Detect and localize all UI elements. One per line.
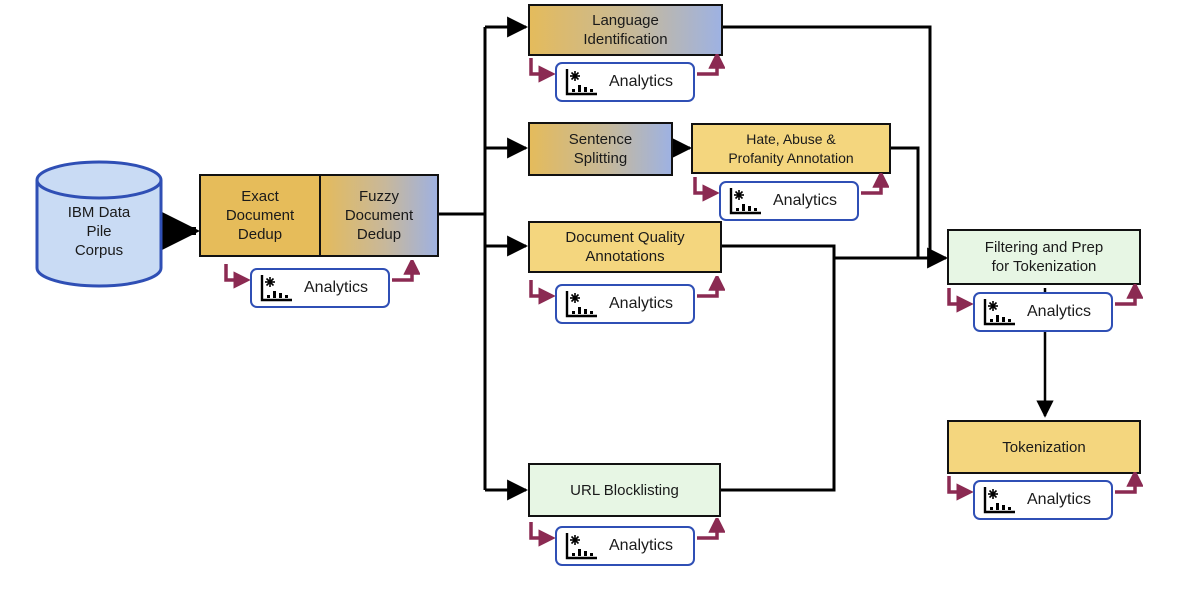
exact-dedup-line: Exact (241, 188, 279, 205)
hap-line: Hate, Abuse & (746, 130, 836, 147)
doc-quality-line: Document Quality (565, 229, 685, 246)
analytics-chart-icon (983, 298, 1017, 326)
loop-out-arrow (1115, 472, 1143, 494)
exact-dedup-line: Dedup (237, 226, 283, 243)
analytics-label: Analytics (609, 295, 674, 312)
edge-url-filtering (720, 258, 836, 492)
analytics-dedup-loop-arrows (224, 260, 420, 289)
hap-line: Profanity Annotation (728, 149, 854, 166)
edge-language-filtering (722, 25, 932, 258)
loop-in-arrow (529, 280, 556, 305)
analytics-label: Analytics (1027, 491, 1092, 508)
filtering-node: Filtering and Prep for Tokenization (947, 229, 1141, 285)
tokenization-line: Tokenization (1002, 438, 1086, 456)
loop-in-arrow (529, 522, 556, 547)
url-block-node: URL Blocklisting (528, 463, 721, 517)
analytics-chart-icon (729, 187, 763, 215)
exact-dedup-line: Document (225, 207, 295, 224)
url-block-line: URL Blocklisting (570, 481, 679, 499)
loop-in-arrow (224, 264, 251, 289)
loop-in-arrow (947, 476, 974, 501)
source-label: IBM Data Pile Corpus (37, 203, 161, 260)
fuzzy-dedup-node: Fuzzy Document Dedup (319, 174, 439, 257)
edge-docquality-filtering (721, 244, 836, 258)
analytics-hap-loop-arrows (693, 173, 889, 202)
sentence-split-line: Splitting (573, 150, 628, 167)
analytics-dedup: Analytics (250, 268, 390, 308)
analytics-chart-icon (565, 290, 599, 318)
analytics-tokenization-loop-arrows (947, 472, 1143, 501)
loop-out-arrow (1115, 284, 1143, 306)
language-id-line: Language (592, 12, 659, 29)
analytics-label: Analytics (1027, 303, 1092, 320)
analytics-url-block-loop-arrows (529, 518, 725, 547)
analytics-tokenization: Analytics (973, 480, 1113, 520)
filtering-line: for Tokenization (991, 258, 1097, 275)
analytics-doc-quality: Analytics (555, 284, 695, 324)
sentence-split-node: Sentence Splitting (528, 122, 673, 176)
loop-out-arrow (697, 54, 725, 76)
language-id-line: Identification (583, 31, 668, 48)
analytics-chart-icon (565, 68, 599, 96)
edge-hap-filtering (891, 146, 920, 258)
loop-out-arrow (861, 173, 889, 195)
sentence-split-line: Sentence (568, 131, 633, 148)
analytics-filtering: Analytics (973, 292, 1113, 332)
fuzzy-dedup-line: Fuzzy (358, 188, 399, 205)
source-label-line: Corpus (74, 242, 124, 259)
loop-out-arrow (697, 518, 725, 540)
language-id-node: Language Identification (528, 4, 723, 56)
loop-out-arrow (697, 276, 725, 298)
source-label-line: IBM Data (67, 204, 131, 221)
fuzzy-dedup-line: Document (344, 207, 414, 224)
doc-quality-node: Document Quality Annotations (528, 221, 722, 273)
loop-in-arrow (529, 58, 556, 83)
analytics-doc-quality-loop-arrows (529, 276, 725, 305)
analytics-filtering-loop-arrows (947, 284, 1143, 313)
loop-out-arrow (392, 260, 420, 282)
hap-node: Hate, Abuse & Profanity Annotation (691, 123, 891, 174)
doc-quality-line: Annotations (585, 248, 665, 265)
source-cylinder-icon (35, 160, 163, 288)
filtering-line: Filtering and Prep (984, 239, 1104, 256)
analytics-hap: Analytics (719, 181, 859, 221)
loop-in-arrow (947, 288, 974, 313)
tokenization-node: Tokenization (947, 420, 1141, 474)
fuzzy-dedup-line: Dedup (356, 226, 402, 243)
analytics-chart-icon (565, 532, 599, 560)
analytics-language-id-loop-arrows (529, 54, 725, 83)
analytics-chart-icon (983, 486, 1017, 514)
analytics-label: Analytics (609, 537, 674, 554)
analytics-label: Analytics (304, 279, 369, 296)
source-label-line: Pile (86, 223, 112, 240)
analytics-label: Analytics (609, 73, 674, 90)
analytics-url-block: Analytics (555, 526, 695, 566)
analytics-label: Analytics (773, 192, 838, 209)
analytics-chart-icon (260, 274, 294, 302)
loop-in-arrow (693, 177, 720, 202)
exact-dedup-node: Exact Document Dedup (199, 174, 321, 257)
analytics-language-id: Analytics (555, 62, 695, 102)
